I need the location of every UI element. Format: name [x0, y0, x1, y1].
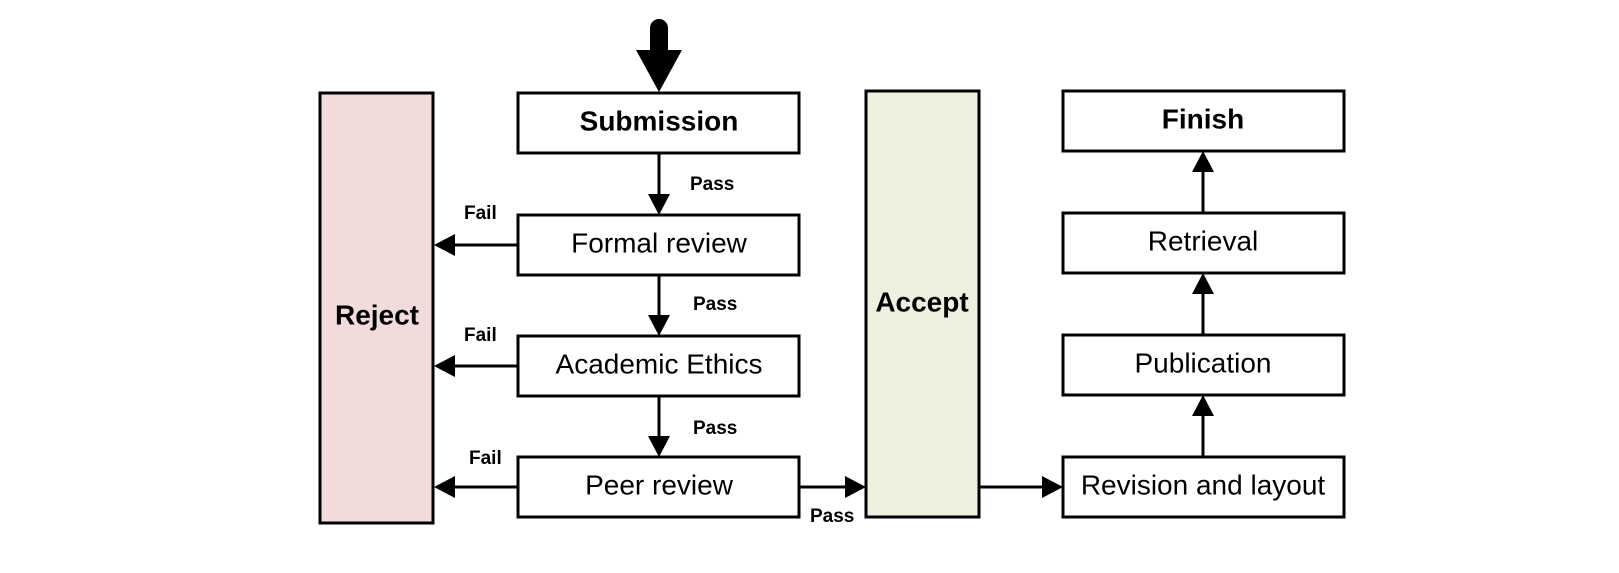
arrow-formal-fail — [434, 234, 518, 256]
retrieval-label: Retrieval — [1148, 225, 1258, 256]
pass-label-3: Pass — [693, 418, 737, 439]
retrieval-box — [1061, 211, 1346, 275]
arrow-retrieval-to-finish — [1192, 151, 1214, 213]
revision-layout-label: Revision and layout — [1081, 469, 1326, 500]
revision-layout-box — [1061, 455, 1346, 519]
pass-label-4: Pass — [810, 506, 854, 527]
fail-label-2: Fail — [464, 325, 497, 346]
arrow-peer-to-accept — [799, 476, 866, 498]
peer-review-label: Peer review — [585, 469, 734, 500]
pass-label-2: Pass — [693, 294, 737, 315]
arrow-peer-fail — [434, 476, 518, 498]
reject-label: Reject — [335, 299, 419, 330]
finish-box — [1061, 89, 1346, 153]
entry-arrow — [636, 19, 682, 92]
accept-box — [864, 89, 981, 519]
arrow-publication-to-retrieval — [1192, 273, 1214, 335]
arrow-revision-to-publication — [1192, 395, 1214, 457]
arrow-formal-to-ethics — [648, 275, 670, 336]
arrow-submission-to-formal — [648, 153, 670, 215]
submission-label: Submission — [580, 105, 739, 136]
publication-label: Publication — [1135, 347, 1272, 378]
formal-review-label: Formal review — [571, 227, 748, 258]
fail-label-3: Fail — [469, 448, 502, 469]
submission-box — [516, 91, 801, 155]
academic-ethics-label: Academic Ethics — [556, 348, 763, 379]
arrow-accept-to-revision — [979, 476, 1063, 498]
fail-label-1: Fail — [464, 203, 497, 224]
arrow-ethics-fail — [434, 355, 518, 377]
publication-box — [1061, 333, 1346, 397]
pass-label-1: Pass — [690, 174, 734, 195]
accept-label: Accept — [875, 286, 968, 317]
reject-box — [318, 91, 435, 525]
finish-label: Finish — [1162, 103, 1244, 134]
arrow-ethics-to-peer — [648, 396, 670, 457]
